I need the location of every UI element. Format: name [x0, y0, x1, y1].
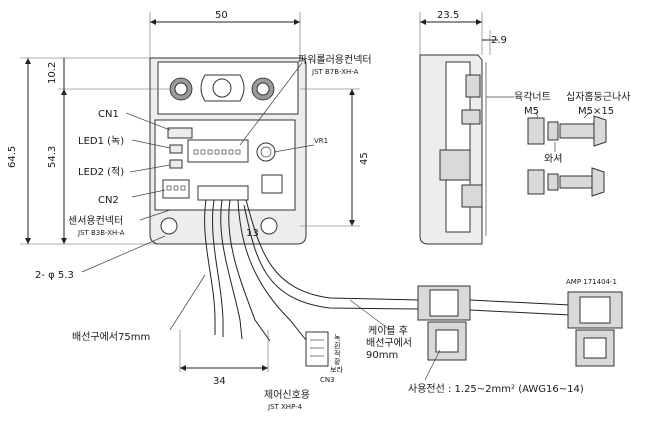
screw-shaft-icon: [559, 123, 595, 139]
label-cross-screw-size: M5×15: [578, 106, 614, 117]
wire-5: [237, 199, 307, 341]
label-wire-red: 적: [334, 349, 340, 358]
middle-connector-face: [429, 289, 459, 317]
led1-icon: [169, 144, 183, 154]
dim-45: 45: [359, 152, 370, 165]
side-comp-2: [461, 109, 481, 125]
dim-2-9: 2.9: [491, 35, 507, 46]
dim-34: 34: [213, 376, 226, 387]
vr1-knob-icon: [256, 142, 276, 162]
cable-top: [245, 199, 421, 301]
led2-icon: [169, 159, 183, 169]
label-power-connector: 파워롤러용컨넥터: [298, 53, 372, 66]
dim-23-5: 23.5: [437, 10, 459, 21]
label-led1: LED1 (녹): [78, 135, 124, 147]
right-component: [261, 174, 283, 194]
bottom-right-hole-icon: [260, 217, 278, 235]
cable-bottom: [243, 204, 421, 310]
hardware: [527, 115, 607, 197]
cn1-connector: [167, 127, 193, 139]
dimension-lines: [20, 12, 498, 372]
label-hex-nut: 육각너트: [514, 91, 551, 103]
label-wire-yellow: 황: [334, 357, 341, 366]
label-cross-screw: 십자홈둥근나사: [566, 90, 630, 103]
label-cn2: CN2: [98, 195, 119, 206]
side-view: [419, 54, 487, 245]
label-cn3: CN3: [320, 376, 335, 384]
washer-2-icon: [547, 173, 559, 191]
power-connector-body: [187, 139, 249, 163]
power-connector-pins: [193, 149, 241, 155]
plate-number-13: 13: [246, 228, 259, 239]
middle-lug-inner: [435, 329, 459, 353]
label-lead-75: 배선구에서75mm: [72, 331, 150, 343]
label-sensor-connector-part: JST B3B-XH-A: [77, 229, 125, 237]
label-control-signal: 제어신호용: [264, 389, 310, 401]
label-led2: LED2 (적): [78, 166, 124, 178]
wire-bundle: [204, 199, 421, 342]
side-comp-4: [461, 184, 483, 208]
label-wire-green: 녹: [334, 334, 341, 342]
wire-1: [204, 199, 216, 335]
wire-2: [212, 199, 224, 337]
side-comp-3: [439, 149, 471, 181]
leader-lines: [81, 62, 591, 381]
screw-shaft-2-icon: [559, 175, 593, 189]
amp-lug-inner: [583, 337, 607, 359]
label-control-signal-part: JST XHP-4: [267, 403, 303, 411]
label-power-connector-part: JST B7B-XH-A: [311, 68, 359, 76]
label-amp-part: AMP 171404-1: [566, 278, 617, 286]
label-wire-spec: 사용전선 : 1.25~2mm² (AWG16~14): [408, 383, 584, 395]
amp-lug: [575, 329, 615, 367]
label-hex-nut-size: M5: [524, 106, 539, 117]
hex-nut-icon: [527, 117, 545, 145]
bottom-left-hole-icon: [160, 217, 178, 235]
wire-3: [220, 199, 243, 340]
wire-4: [228, 199, 271, 342]
dim-10-2: 10.2: [47, 62, 58, 84]
label-cable-from-port-2: 배선구에서: [366, 337, 412, 349]
label-washer: 와셔: [544, 153, 562, 165]
cn2-connector: [162, 179, 190, 199]
dim-54-3: 54.3: [47, 146, 58, 168]
dim-50: 50: [215, 10, 228, 21]
screw-head-icon: [593, 115, 607, 147]
dim-hole-dia: 2- φ 5.3: [35, 270, 74, 281]
cable-assembly: [417, 285, 623, 367]
front-view: 13: [149, 57, 307, 245]
cn3-body: [305, 331, 329, 367]
label-sensor-connector: 센서용컨넥터: [68, 215, 123, 227]
cn3-connector: [305, 331, 329, 367]
washer-icon: [547, 121, 559, 141]
keyhole-circle: [212, 78, 232, 98]
label-wire-purple: 보라: [330, 365, 343, 374]
labels: 50 23.5 2.9 64.5 54.3 10.2 45 2- φ 5.3 3…: [7, 10, 630, 411]
top-left-screw-inner: [174, 82, 188, 96]
screw-head-2-icon: [591, 167, 605, 197]
label-wire-white: 흰: [334, 341, 340, 350]
wire-exit: [197, 185, 249, 201]
label-cn1: CN1: [98, 109, 119, 120]
hex-nut-2-icon: [527, 169, 545, 195]
side-comp-1: [465, 74, 481, 98]
dim-64-5: 64.5: [7, 146, 18, 168]
label-vr1: VR1: [314, 137, 328, 145]
amp-connector-face: [579, 296, 611, 324]
top-right-screw-inner: [256, 82, 270, 96]
label-cable-from-port-3: 90mm: [366, 350, 398, 361]
label-cable-from-port-1: 케이블 후: [368, 325, 408, 337]
